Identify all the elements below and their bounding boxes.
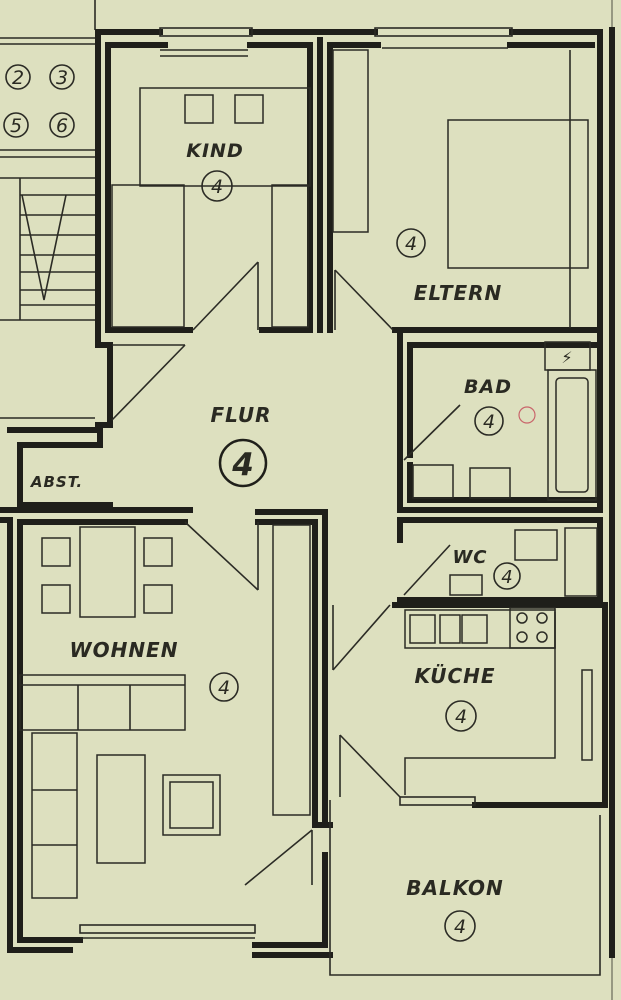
- room-label-wohnen: WOHNEN: [70, 638, 179, 662]
- room-number-wc: 4: [501, 567, 512, 588]
- stair-mark-3: 3: [49, 64, 75, 90]
- furniture-wc: [449, 527, 598, 597]
- svg-text:3: 3: [56, 67, 68, 89]
- furniture-kueche: [404, 607, 593, 795]
- room-kueche: KÜCHE 4: [414, 664, 495, 732]
- room-number-kueche: 4: [455, 706, 467, 728]
- stairwell: 2 3 5 6: [0, 0, 96, 419]
- doors: [111, 261, 461, 886]
- windows: [79, 27, 513, 939]
- svg-text:6: 6: [56, 115, 68, 137]
- room-number-balkon: 4: [454, 916, 466, 938]
- stair-treads: [0, 177, 95, 321]
- furniture-bad: ⚡: [412, 341, 597, 501]
- stair-mark-6: 6: [49, 112, 75, 138]
- room-label-wc: WC: [452, 547, 487, 568]
- room-number-bad: 4: [483, 411, 495, 433]
- svg-text:2: 2: [12, 67, 24, 89]
- room-label-abst: ABST.: [30, 473, 83, 491]
- room-label-kind: KIND: [186, 140, 243, 162]
- stair-mark-2: 2: [5, 64, 31, 90]
- walls: [0, 27, 615, 976]
- room-wohnen: WOHNEN 4: [70, 638, 239, 702]
- room-number-flur: 4: [231, 447, 254, 483]
- room-number-eltern: 4: [405, 233, 417, 255]
- room-kind: KIND 4: [186, 140, 243, 202]
- room-label-flur: FLUR: [211, 403, 272, 427]
- svg-text:5: 5: [10, 115, 22, 137]
- svg-text:⚡: ⚡: [561, 348, 572, 367]
- room-label-bad: BAD: [464, 376, 512, 398]
- stair-mark-5: 5: [3, 112, 29, 138]
- furniture-eltern: [332, 49, 589, 328]
- room-abst: ABST.: [30, 473, 83, 491]
- room-bad: BAD 4: [464, 376, 512, 436]
- room-balkon: BALKON 4: [406, 876, 503, 942]
- room-label-eltern: ELTERN: [414, 281, 503, 305]
- room-label-kueche: KÜCHE: [414, 664, 495, 688]
- red-stamp-mark: [518, 406, 536, 424]
- furniture-wohnen: [19, 524, 311, 899]
- room-number-wohnen: 4: [218, 677, 230, 699]
- room-label-balkon: BALKON: [406, 876, 503, 900]
- room-wc: WC 4: [452, 547, 521, 590]
- furniture-kind: [111, 87, 311, 328]
- room-number-kind: 4: [211, 176, 223, 198]
- room-flur: FLUR 4: [211, 403, 272, 488]
- room-eltern: 4 ELTERN: [396, 228, 503, 305]
